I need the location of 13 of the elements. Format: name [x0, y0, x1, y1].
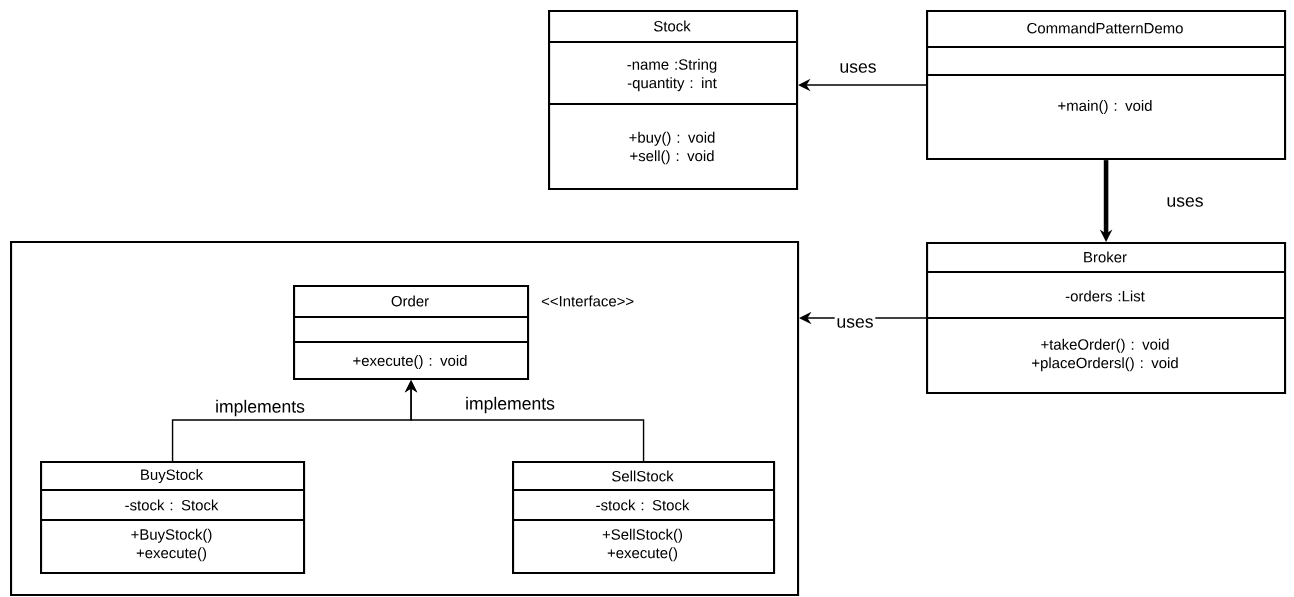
class-box: Stock -name :String -quantity : int +buy() : void +sell() : void	[548, 10, 799, 191]
edge-label: uses	[1164, 195, 1206, 209]
class-box: BuyStock -stock : Stock +BuyStock() +execute()	[40, 461, 306, 575]
edge-label: uses	[834, 316, 876, 330]
class-box: Broker -orders :List +takeOrder() : void +placeOrdersl() : void	[926, 242, 1287, 395]
edge-label: implements	[213, 398, 307, 418]
stereotype-label: <<Interface>>	[541, 295, 634, 307]
class-box: SellStock -stock : Stock +SellStock() +execute()	[512, 461, 776, 575]
class-box: CommandPatternDemo +main() : void	[926, 10, 1287, 161]
package-frame	[10, 241, 800, 597]
edge-label: uses	[837, 61, 879, 75]
edge-label: implements	[463, 395, 557, 415]
interface-box: Order +execute() : void	[293, 285, 530, 381]
